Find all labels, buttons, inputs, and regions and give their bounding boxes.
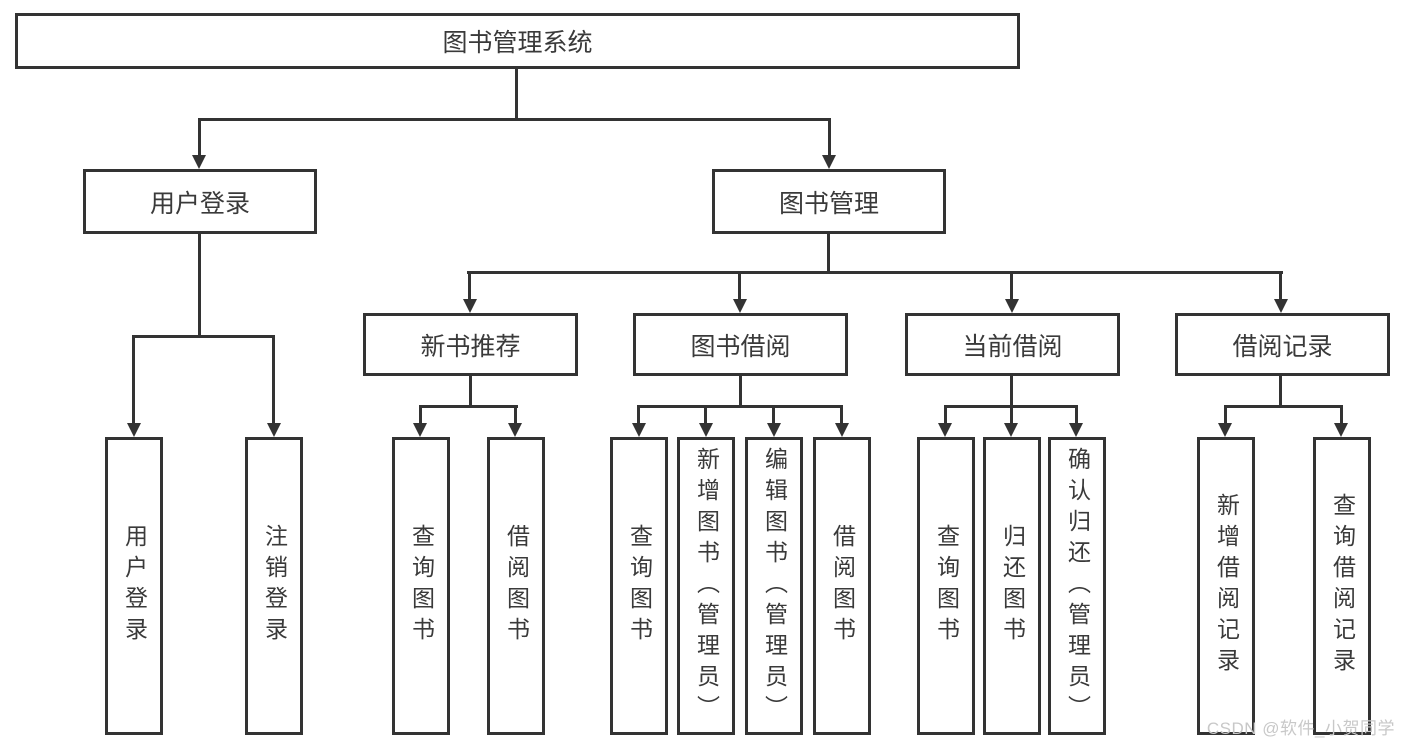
connector-line-h (467, 271, 1283, 274)
csdn-watermark: CSDN @软件_小贺同学 (1206, 719, 1395, 738)
leaf-query-book-1-label: 查询图书 (408, 524, 435, 648)
arrow-down-icon (1069, 423, 1083, 437)
node-book-management: 图书管理 (712, 169, 946, 234)
leaf-edit-book-admin-label: 编辑图书（管理员） (761, 446, 788, 726)
leaf-borrow-book-1: 借阅图书 (487, 437, 545, 735)
leaf-confirm-return-admin-label: 确认归还（管理员） (1064, 446, 1091, 726)
arrow-down-icon (938, 423, 952, 437)
arrow-down-icon (192, 155, 206, 169)
connector-line-v (738, 271, 741, 299)
leaf-add-book-admin-label: 新增图书（管理员） (693, 446, 720, 726)
connector-line-v (704, 405, 707, 423)
leaf-borrow-book-1-label: 借阅图书 (503, 524, 530, 648)
connector-line-v (514, 405, 517, 423)
connector-line-v (739, 374, 742, 408)
arrow-down-icon (1005, 299, 1019, 313)
leaf-edit-book-admin: 编辑图书（管理员） (745, 437, 803, 735)
leaf-return-book-label: 归还图书 (999, 524, 1026, 648)
connector-line-v (944, 405, 947, 423)
connector-line-v (1075, 405, 1078, 423)
leaf-query-book-2-label: 查询图书 (626, 524, 653, 648)
leaf-query-book-2: 查询图书 (610, 437, 668, 735)
connector-line-v (469, 374, 472, 408)
node-new-book-recommend: 新书推荐 (363, 313, 578, 376)
node-current-borrow: 当前借阅 (905, 313, 1120, 376)
arrow-down-icon (508, 423, 522, 437)
arrow-down-icon (267, 423, 281, 437)
node-borrow-record: 借阅记录 (1175, 313, 1390, 376)
connector-line-v (637, 405, 640, 423)
connector-line-v (1279, 374, 1282, 408)
connector-line-v (840, 405, 843, 423)
leaf-query-book-3-label: 查询图书 (933, 524, 960, 648)
connector-line-h (637, 405, 842, 408)
connector-line-v (272, 335, 275, 423)
leaf-query-book-3: 查询图书 (917, 437, 975, 735)
leaf-user-login-label: 用户登录 (121, 524, 148, 648)
leaf-borrow-book-2: 借阅图书 (813, 437, 871, 735)
connector-line-h (132, 335, 275, 338)
connector-line-v (1279, 271, 1282, 299)
connector-line-v (1010, 271, 1013, 299)
arrow-down-icon (127, 423, 141, 437)
node-user-login: 用户登录 (83, 169, 317, 234)
connector-line-v (198, 118, 201, 157)
connector-line-h (419, 405, 518, 408)
leaf-add-book-admin: 新增图书（管理员） (677, 437, 735, 735)
arrow-down-icon (767, 423, 781, 437)
leaf-borrow-book-2-label: 借阅图书 (829, 524, 856, 648)
leaf-return-book: 归还图书 (983, 437, 1041, 735)
arrow-down-icon (1218, 423, 1232, 437)
arrow-down-icon (822, 155, 836, 169)
connector-line-v (198, 231, 201, 338)
arrow-down-icon (1004, 423, 1018, 437)
leaf-query-book-1: 查询图书 (392, 437, 450, 735)
node-book-borrow: 图书借阅 (633, 313, 848, 376)
leaf-logout: 注销登录 (245, 437, 303, 735)
connector-line-h (1224, 405, 1342, 408)
connector-line-h (198, 118, 831, 121)
arrow-down-icon (835, 423, 849, 437)
leaf-add-borrow-record: 新增借阅记录 (1197, 437, 1255, 735)
leaf-query-borrow-record-label: 查询借阅记录 (1329, 493, 1356, 679)
connector-line-v (772, 405, 775, 423)
node-root: 图书管理系统 (15, 13, 1020, 69)
connector-line-v (132, 335, 135, 423)
arrow-down-icon (699, 423, 713, 437)
connector-line-v (468, 271, 471, 299)
connector-line-v (1010, 374, 1013, 408)
connector-line-v (1224, 405, 1227, 423)
leaf-confirm-return-admin: 确认归还（管理员） (1048, 437, 1106, 735)
leaf-logout-label: 注销登录 (261, 524, 288, 648)
connector-line-v (515, 66, 518, 118)
arrow-down-icon (1334, 423, 1348, 437)
arrow-down-icon (632, 423, 646, 437)
arrow-down-icon (733, 299, 747, 313)
connector-line-v (1340, 405, 1343, 423)
arrow-down-icon (1274, 299, 1288, 313)
arrow-down-icon (463, 299, 477, 313)
connector-line-v (828, 118, 831, 157)
leaf-user-login: 用户登录 (105, 437, 163, 735)
leaf-query-borrow-record: 查询借阅记录 (1313, 437, 1371, 735)
connector-line-v (419, 405, 422, 423)
arrow-down-icon (413, 423, 427, 437)
connector-line-v (1010, 405, 1013, 423)
leaf-add-borrow-record-label: 新增借阅记录 (1213, 493, 1240, 679)
connector-line-v (827, 231, 830, 274)
